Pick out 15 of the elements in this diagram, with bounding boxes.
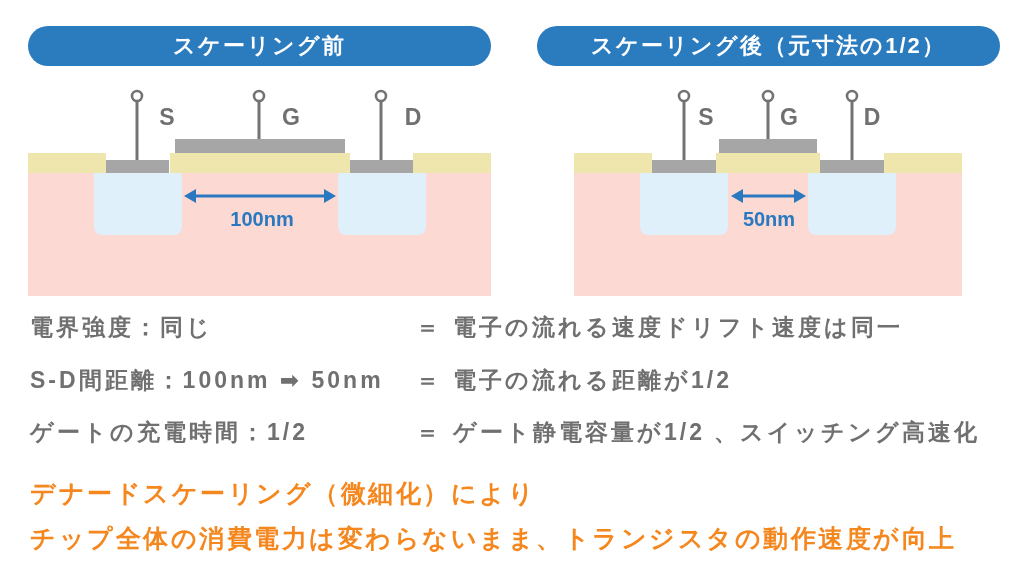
banner-title: スケーリング後（元寸法の1/2） [591, 32, 946, 60]
heading-banner [537, 26, 1000, 66]
equals-sign: ＝ [415, 418, 439, 446]
property-text: S-D間距離：100nm ➡ 50nm [30, 366, 384, 394]
result-text: ゲート静電容量が1/2 、スイッチング高速化 [453, 418, 981, 446]
banner-title: スケーリング前 [173, 32, 346, 60]
property-text: 電界強度：同じ [30, 313, 213, 341]
property-text: ゲートの充電時間：1/2 [30, 418, 308, 446]
conclusion-text: デナードスケーリング（微細化）により [30, 478, 536, 508]
equals-sign: ＝ [415, 366, 439, 394]
result-text: 電子の流れる距離が1/2 [453, 366, 732, 394]
equals-sign: ＝ [415, 313, 439, 341]
heading-banner [28, 26, 491, 66]
conclusion-text: チップ全体の消費電力は変わらないまま、トランジスタの動作速度が向上 [30, 523, 957, 553]
result-text: 電子の流れる速度ドリフト速度は同一 [453, 313, 903, 341]
